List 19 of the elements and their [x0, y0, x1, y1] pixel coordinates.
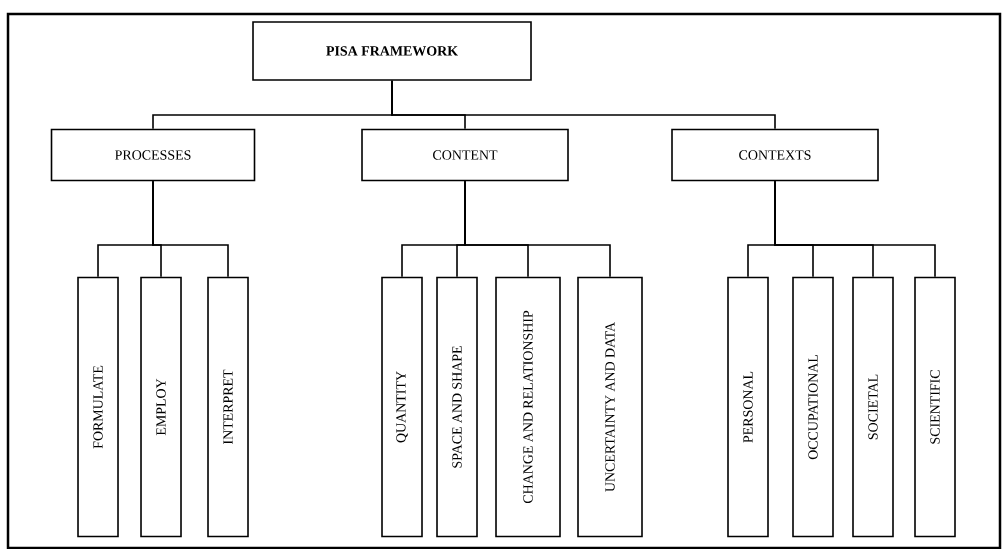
vertical-box: OCCUPATIONAL: [792, 276, 834, 538]
vertical-box: QUANTITY: [381, 276, 423, 538]
category-box: CONTEXTS: [671, 128, 879, 182]
vertical-box: SOCIETAL: [852, 276, 894, 538]
category-box: CONTENT: [361, 128, 569, 182]
vertical-box: SPACE AND SHAPE: [436, 276, 478, 538]
vertical-box: PERSONAL: [727, 276, 769, 538]
vertical-box: CHANGE AND RELATIONSHIP: [495, 276, 561, 538]
vertical-box: INTERPRET: [207, 276, 249, 538]
vertical-box: UNCERTAINTY AND DATA: [577, 276, 643, 538]
vertical-box: EMPLOY: [140, 276, 182, 538]
connector-line: [391, 80, 776, 130]
category-box: PROCESSES: [50, 128, 256, 182]
vertical-box: SCIENTIFIC: [914, 276, 956, 538]
connector-line: [774, 180, 936, 278]
title-box: PISA FRAMEWORK: [252, 21, 532, 81]
connector-line: [152, 180, 229, 278]
vertical-box: FORMULATE: [77, 276, 119, 538]
connector-line: [464, 180, 611, 278]
